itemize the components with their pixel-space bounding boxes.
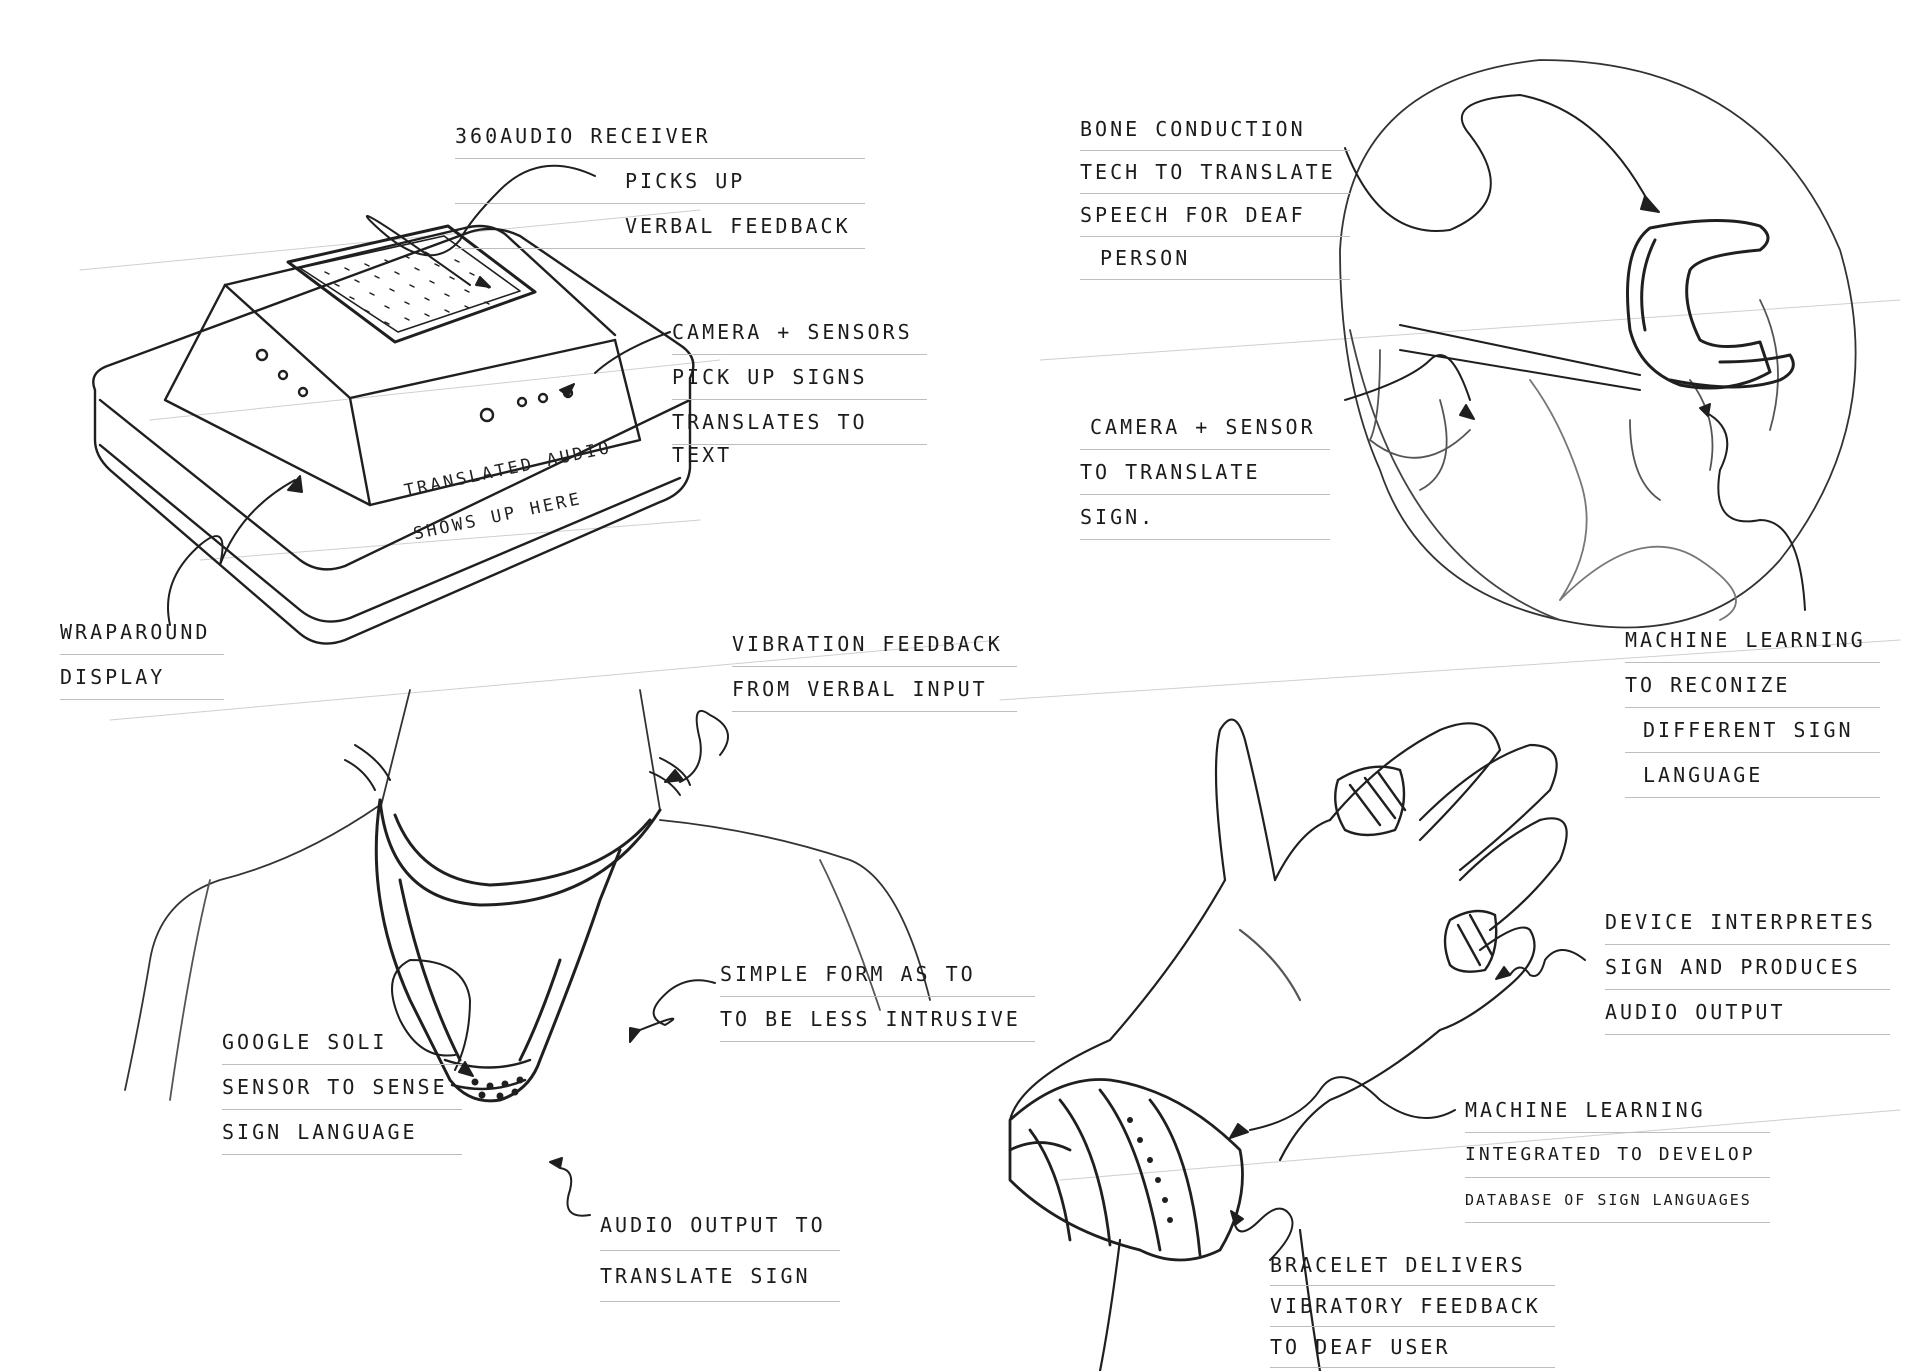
annotation-bone-conduction: BONE CONDUCTION TECH TO TRANSLATE SPEECH… xyxy=(1080,108,1350,280)
annotation-line: GOOGLE SOLI xyxy=(222,1020,462,1065)
annotation-hub-camera: CAMERA + SENSORS PICK UP SIGNS TRANSLATE… xyxy=(672,310,927,465)
annotation-vibration: VIBRATION FEEDBACK FROM VERBAL INPUT xyxy=(732,622,1017,712)
annotation-line: TEXT xyxy=(672,443,733,467)
annotation-line: BRACELET DELIVERS xyxy=(1270,1245,1555,1286)
annotation-line: AUDIO OUTPUT TO xyxy=(600,1200,840,1251)
annotation-line: DEVICE INTERPRETES xyxy=(1605,900,1890,945)
annotation-line: SIGN LANGUAGE xyxy=(222,1110,462,1155)
annotation-line: AUDIO OUTPUT xyxy=(1605,990,1890,1035)
annotation-line: 360AUDIO RECEIVER xyxy=(455,114,865,159)
annotation-line: SIGN. xyxy=(1080,495,1330,540)
annotation-line: TO BE LESS INTRUSIVE xyxy=(720,997,1035,1042)
annotation-line: FROM VERBAL INPUT xyxy=(732,667,1017,712)
headset-leaders xyxy=(1344,94,1806,611)
annotation-wraparound-display: WRAPAROUND DISPLAY xyxy=(60,610,225,700)
annotation-line: MACHINE LEARNING xyxy=(1465,1088,1770,1133)
annotation-line: VIBRATION FEEDBACK xyxy=(732,622,1017,667)
bracelet-device xyxy=(1008,1078,1244,1262)
annotation-line: MACHINE LEARNING xyxy=(1625,618,1880,663)
vibration-marks xyxy=(344,744,691,796)
annotation-line: TRANSLATES TO xyxy=(672,400,927,445)
annotation-line: INTEGRATED TO DEVELOP xyxy=(1465,1133,1770,1178)
neck-and-shoulders xyxy=(124,689,931,1101)
annotation-line: SIMPLE FORM AS TO xyxy=(720,952,1035,997)
annotation-audio-output: AUDIO OUTPUT TO TRANSLATE SIGN xyxy=(600,1200,840,1302)
annotation-line: SENSOR TO SENSE xyxy=(222,1065,462,1110)
annotation-line: SIGN AND PRODUCES xyxy=(1605,945,1890,990)
annotation-line: DATABASE OF SIGN LANGUAGES xyxy=(1465,1178,1770,1223)
annotation-line: VERBAL FEEDBACK xyxy=(455,204,865,249)
hand-leaders xyxy=(1229,949,1586,1261)
annotation-device-interprets: DEVICE INTERPRETES SIGN AND PRODUCES AUD… xyxy=(1605,900,1890,1035)
annotation-headset-camera: CAMERA + SENSOR TO TRANSLATE SIGN. xyxy=(1080,405,1330,540)
annotation-line: PERSON xyxy=(1080,237,1350,280)
annotation-line: TO DEAF USER xyxy=(1270,1327,1555,1368)
annotation-line: CAMERA + SENSORS xyxy=(672,310,927,355)
annotation-line: TO RECONIZE xyxy=(1625,663,1880,708)
annotation-line: CAMERA + SENSOR xyxy=(1080,405,1330,450)
annotation-line: DIFFERENT SIGN xyxy=(1625,708,1880,753)
annotation-line: WRAPAROUND xyxy=(60,610,225,655)
annotation-line: VIBRATORY FEEDBACK xyxy=(1270,1286,1555,1327)
annotation-headset-ml: MACHINE LEARNING TO RECONIZE DIFFERENT S… xyxy=(1625,618,1880,798)
annotation-simple-form: SIMPLE FORM AS TO TO BE LESS INTRUSIVE xyxy=(720,952,1035,1042)
annotation-line: TRANSLATE SIGN xyxy=(600,1251,840,1302)
necklace-leaders xyxy=(391,709,729,1217)
annotation-line: PICK UP SIGNS xyxy=(672,355,927,400)
annotation-line: SPEECH FOR DEAF xyxy=(1080,194,1350,237)
annotation-line: TO TRANSLATE xyxy=(1080,450,1330,495)
finger-rings xyxy=(1334,765,1498,973)
speaker-grille-dots xyxy=(324,251,490,325)
construction-lines xyxy=(79,209,1901,1181)
necklace-device xyxy=(374,798,662,1103)
annotation-hand-ml: MACHINE LEARNING INTEGRATED TO DEVELOP D… xyxy=(1465,1088,1770,1223)
hub-leaders xyxy=(167,164,671,626)
hand xyxy=(1008,718,1568,1371)
hub-device xyxy=(92,224,695,645)
annotation-google-soli: GOOGLE SOLI SENSOR TO SENSE SIGN LANGUAG… xyxy=(222,1020,462,1155)
annotation-line: DISPLAY xyxy=(60,655,225,700)
annotation-line: LANGUAGE xyxy=(1625,753,1880,798)
annotation-audio-receiver: 360AUDIO RECEIVER PICKS UP VERBAL FEEDBA… xyxy=(455,114,865,249)
annotation-bracelet: BRACELET DELIVERS VIBRATORY FEEDBACK TO … xyxy=(1270,1245,1555,1368)
bone-conduction-headset xyxy=(1399,218,1795,391)
annotation-line: BONE CONDUCTION xyxy=(1080,108,1350,151)
annotation-line: PICKS UP xyxy=(455,159,865,204)
headset-head xyxy=(1339,59,1857,629)
annotation-line: TECH TO TRANSLATE xyxy=(1080,151,1350,194)
